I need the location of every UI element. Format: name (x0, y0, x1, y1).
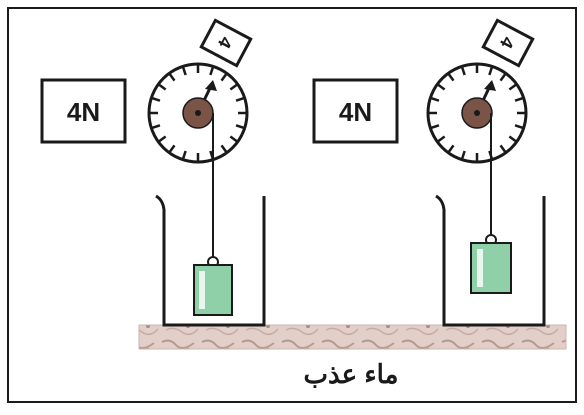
left-needle-arrow-icon (205, 80, 217, 91)
dial-tick (460, 66, 466, 76)
left-weight-box (40, 78, 127, 144)
dial-tick (437, 135, 446, 143)
right-needle-arrow-icon (484, 80, 496, 91)
dial-tick (229, 83, 238, 91)
dial-tick (235, 96, 245, 102)
dial-tick (158, 83, 167, 91)
dial-tick (460, 150, 466, 160)
left-setup: 4N 4 (40, 18, 266, 327)
dial-tick (235, 124, 245, 130)
left-dial-pin (195, 110, 201, 116)
left-beaker (155, 194, 266, 327)
dial-tick (514, 96, 524, 102)
dial-tick (220, 73, 228, 82)
left-block-shine (199, 271, 205, 309)
dial-tick (508, 83, 517, 91)
dial-tick (168, 144, 176, 153)
dial-tick (151, 124, 161, 130)
right-beaker (435, 194, 546, 327)
dial-tick (447, 73, 455, 82)
caption-label: ماء عذب (304, 359, 399, 389)
left-dial-ticks (150, 65, 246, 161)
dial-tick (499, 73, 507, 82)
left-weight-label: 4N (67, 97, 100, 127)
dial-tick (168, 73, 176, 82)
right-weight-box (312, 78, 399, 144)
dial-tick (229, 135, 238, 143)
dial-tick (508, 135, 517, 143)
dial-tick (209, 66, 215, 76)
dial-tick (430, 124, 440, 130)
left-dial-tag: 4 (199, 18, 253, 68)
dial-tick (499, 144, 507, 153)
dial-tick (220, 144, 228, 153)
dial-tick (151, 96, 161, 102)
right-weight-label: 4N (339, 97, 372, 127)
dial-tick (447, 144, 455, 153)
dial-tick (430, 96, 440, 102)
right-dial-pin (474, 110, 480, 116)
dial-tick (158, 135, 167, 143)
dial-tick (514, 124, 524, 130)
marble-shelf (138, 324, 567, 350)
dial-tick (181, 66, 187, 76)
right-dial-tag: 4 (481, 18, 535, 68)
dial-tick (488, 66, 494, 76)
dial-tick (181, 150, 187, 160)
right-setup: 4N 4 (312, 18, 546, 327)
right-block-shine (477, 249, 483, 287)
dial-tick (437, 83, 446, 91)
